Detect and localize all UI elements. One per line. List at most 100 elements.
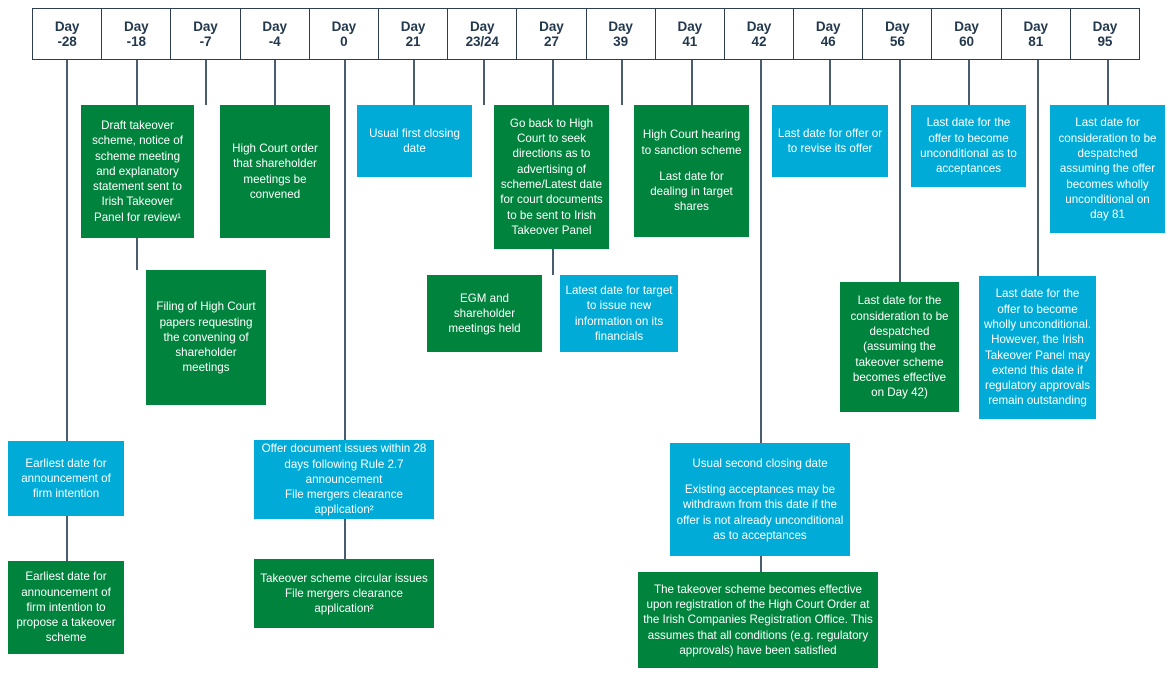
event-text: Usual second closing date [692,456,828,470]
day-cell-39: Day 39 [587,9,656,59]
day-word: Day [193,18,218,34]
day-word: Day [954,18,979,34]
day-number: -18 [126,34,146,49]
day-number: 0 [340,34,348,49]
event-box-filing-high-court-papers[interactable]: Filing of High Court papers requesting t… [146,270,266,405]
day-number: -7 [199,34,212,49]
day-word: Day [54,18,80,34]
event-text: Existing acceptances may be withdrawn fr… [676,483,844,542]
day-cell-46: Day 46 [794,9,864,59]
day-number: -4 [268,34,281,49]
event-text: Last date for dealing in target shares [650,169,733,214]
day-number: 46 [820,34,836,49]
connector-day-46 [829,60,831,105]
day-cell-minus-7: Day -7 [171,9,241,59]
event-box-egm-shareholder-meetings[interactable]: EGM and shareholder meetings held [427,275,542,352]
day-number: 60 [959,34,974,49]
event-box-draft-takeover-scheme[interactable]: Draft takeover scheme, notice of scheme … [81,105,194,238]
event-box-takeover-scheme-circular[interactable]: Takeover scheme circular issues File mer… [254,559,434,628]
event-box-usual-first-closing-date[interactable]: Usual first closing date [357,105,472,177]
day-cell-minus-4: Day -4 [241,9,310,59]
event-text: EGM and shareholder meetings held [448,291,521,336]
day-cell-23-24: Day 23/24 [448,9,518,59]
event-text: Last date for the offer to become uncond… [920,116,1017,176]
day-number: 42 [751,34,767,49]
event-box-last-date-offer-unconditional-acceptances[interactable]: Last date for the offer to become uncond… [911,105,1026,187]
day-cell-56: Day 56 [863,9,933,59]
day-number: 39 [613,34,628,49]
connector-day-21 [413,60,415,105]
connector-day-81 [1037,60,1039,276]
event-box-last-date-offer-wholly-unconditional[interactable]: Last date for the offer to become wholly… [979,276,1096,419]
event-text: Last date for the offer to become wholly… [984,287,1091,408]
day-word: Day [124,18,149,34]
event-text: High Court hearing to sanction scheme [641,128,742,157]
day-word: Day [608,18,633,34]
day-number: 41 [682,34,698,49]
connector-day-minus-7 [205,60,207,105]
day-word: Day [815,18,841,34]
connector-stub-day-42-lower [760,556,762,572]
event-text: Go back to High Court to seek directions… [500,116,603,237]
event-text: Last date for the consideration to be de… [850,294,949,400]
day-number: 81 [1028,34,1044,49]
day-word: Day [469,18,495,34]
connector-day-41 [691,60,693,105]
event-text: Offer document issues within 28 days fol… [261,442,427,517]
day-word: Day [1023,18,1048,34]
event-box-last-date-consideration-despatched-scheme[interactable]: Last date for the consideration to be de… [840,282,959,412]
connector-day-23-24 [483,60,485,105]
event-text: Filing of High Court papers requesting t… [156,300,256,375]
event-box-usual-second-closing-date[interactable]: Usual second closing date Existing accep… [670,443,850,556]
event-box-high-court-hearing-sanction[interactable]: High Court hearing to sanction scheme La… [634,105,749,237]
event-box-earliest-announcement-firm-intention[interactable]: Earliest date for announcement of firm i… [8,441,124,516]
event-text: Earliest date for announcement of firm i… [21,456,111,501]
event-text: High Court order that shareholder meetin… [232,141,318,201]
event-text: Last date for offer or to revise its off… [777,126,883,155]
event-box-latest-date-new-financial-information[interactable]: Latest date for target to issue new info… [560,275,678,352]
day-number: -28 [57,34,77,49]
connector-day-minus-28 [66,60,68,478]
event-text: Takeover scheme circular issues File mer… [260,571,428,616]
event-box-earliest-announcement-propose-scheme[interactable]: Earliest date for announcement of firm i… [8,561,124,654]
event-text: Usual first closing date [369,126,460,155]
event-text: The takeover scheme becomes effective up… [643,582,873,657]
connector-day-0 [344,60,346,440]
day-scale-header: Day -28 Day -18 Day -7 Day -4 Day 0 Day … [32,8,1140,60]
day-number: 56 [889,34,905,49]
event-text: Earliest date for announcement of firm i… [16,570,116,645]
day-word: Day [331,18,357,34]
day-word: Day [677,18,703,34]
day-cell-41: Day 41 [656,9,725,59]
day-word: Day [746,18,772,34]
day-cell-81: Day 81 [1002,9,1071,59]
connector-day-42 [760,60,762,443]
day-cell-60: Day 60 [932,9,1002,59]
day-number: 27 [543,34,559,49]
day-word: Day [1092,18,1118,34]
connector-day-95 [1107,60,1109,105]
event-box-last-date-consideration-despatched-offer[interactable]: Last date for consideration to be despat… [1050,105,1165,233]
day-cell-21: Day 21 [379,9,449,59]
day-word: Day [885,18,910,34]
day-cell-42: Day 42 [725,9,795,59]
connector-day-minus-4 [274,60,276,105]
event-box-offer-document-issues[interactable]: Offer document issues within 28 days fol… [254,440,434,519]
day-cell-minus-18: Day -18 [102,9,172,59]
event-box-scheme-becomes-effective[interactable]: The takeover scheme becomes effective up… [638,572,878,668]
connector-day-39 [621,60,623,105]
day-number: 23/24 [465,34,499,49]
day-word: Day [539,18,564,34]
day-number: 21 [405,34,421,49]
event-box-high-court-order-convene[interactable]: High Court order that shareholder meetin… [220,105,330,238]
day-word: Day [400,18,426,34]
connector-day-60 [968,60,970,105]
day-cell-minus-28: Day -28 [33,9,103,59]
event-text: Last date for consideration to be despat… [1058,116,1157,222]
day-number: 95 [1097,34,1113,49]
event-box-last-date-offer-or-revise[interactable]: Last date for offer or to revise its off… [772,105,888,177]
day-cell-0: Day 0 [310,9,379,59]
day-cell-27: Day 27 [517,9,587,59]
event-box-go-back-to-high-court[interactable]: Go back to High Court to seek directions… [494,105,609,249]
